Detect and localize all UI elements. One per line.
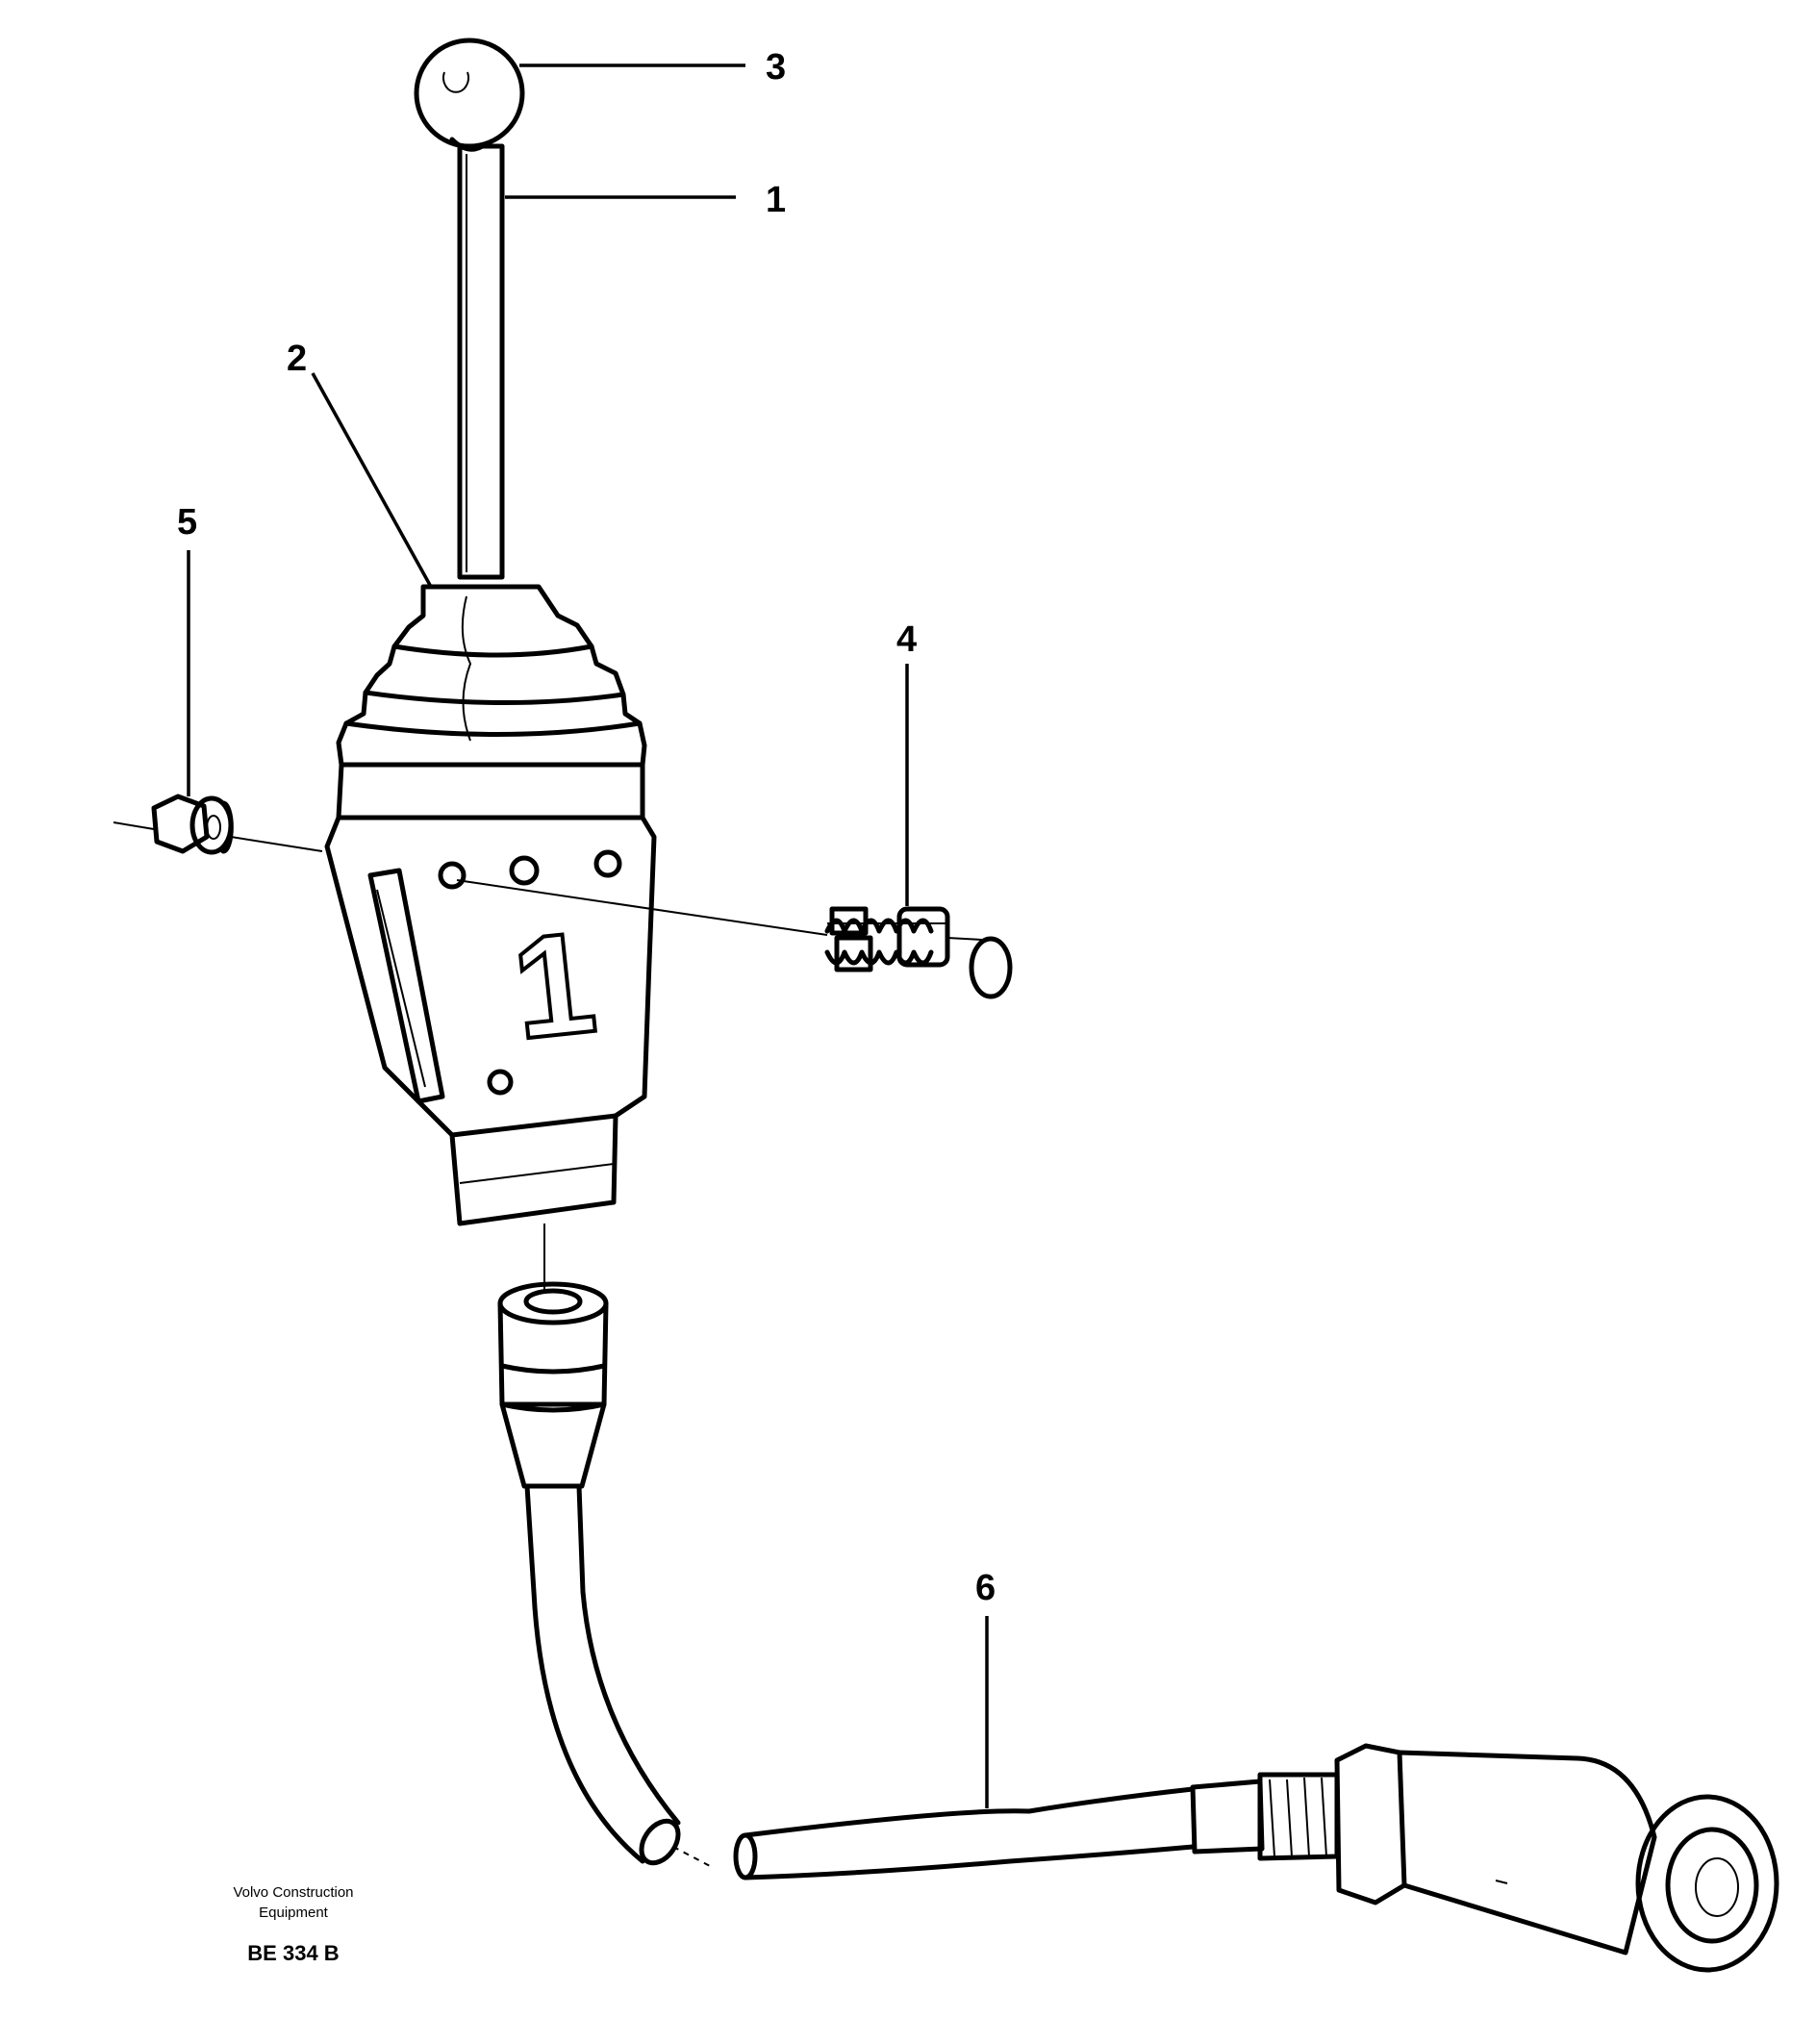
callout-2: 2: [287, 339, 307, 379]
lever-rod-icon: [457, 143, 505, 580]
callout-5: 5: [177, 502, 197, 543]
lever-knob-icon: [414, 38, 525, 152]
cable-icon: [524, 1483, 1196, 1880]
callout-3: 3: [766, 47, 786, 88]
credit-line-2: Equipment: [259, 1905, 329, 1921]
callout-6: 6: [975, 1568, 996, 1608]
housing-mark: 1: [506, 900, 603, 1070]
connector-icon: [497, 1281, 609, 1489]
socket-icon: [1190, 1743, 1779, 1973]
callout-1: 1: [766, 180, 786, 220]
rubber-boot-icon: [336, 584, 647, 768]
leader-lines: [187, 63, 989, 1808]
control-housing-icon: 1: [324, 762, 657, 1226]
credit-line-1: Volvo Construction: [233, 1884, 353, 1901]
callout-4: 4: [896, 619, 917, 660]
screw-icon: [824, 906, 1013, 999]
nut-icon: [151, 794, 234, 855]
drawing-code: BE 334 B: [247, 1941, 339, 1965]
